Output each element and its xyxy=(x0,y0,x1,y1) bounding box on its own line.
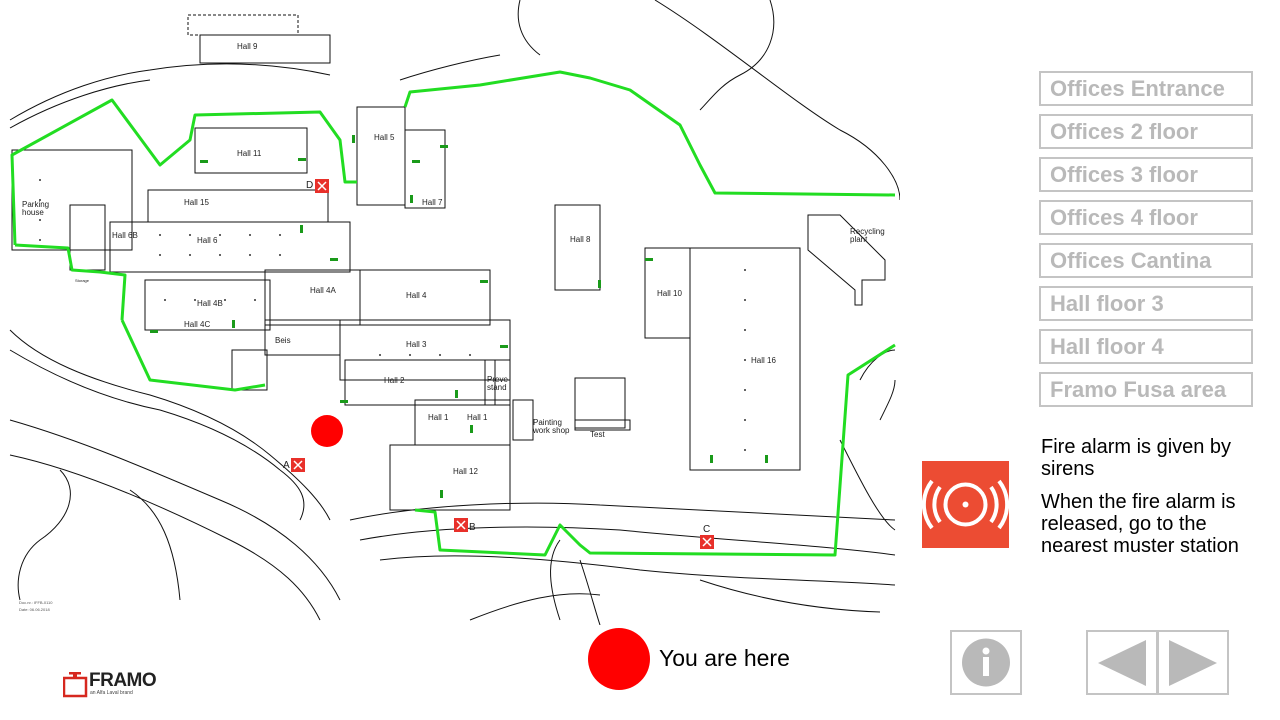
label-preve-2: stand xyxy=(487,383,507,392)
label-hall8: Hall 8 xyxy=(570,235,591,244)
next-button[interactable] xyxy=(1157,630,1229,695)
label-recycling-1: Recycling xyxy=(850,227,885,236)
label-hall9: Hall 9 xyxy=(237,42,258,51)
label-hall6b: Hall 6B xyxy=(112,231,138,240)
muster-station-c: C xyxy=(700,524,714,549)
label-hall11: Hall 11 xyxy=(237,149,262,158)
label-hall10: Hall 10 xyxy=(657,289,682,298)
building-labels: Hall 9 Hall 11 Hall 5 Hall 7 Hall 15 Hal… xyxy=(22,42,885,476)
label-beis: Beis xyxy=(275,336,291,345)
nav-offices-cantina[interactable]: Offices Cantina xyxy=(1039,243,1253,278)
alarm-info-line: Fire alarm is given by sirens xyxy=(1041,436,1232,480)
label-hall15: Hall 15 xyxy=(184,198,209,207)
info-button[interactable] xyxy=(950,630,1022,695)
nav-hall-floor-3[interactable]: Hall floor 3 xyxy=(1039,286,1253,321)
nav-offices-2-floor[interactable]: Offices 2 floor xyxy=(1039,114,1253,149)
document-date: Date: 06.06.2018 xyxy=(19,607,50,612)
muster-info-line: When the fire alarm is released, go to t… xyxy=(1041,491,1239,557)
you-are-here-marker xyxy=(311,415,343,447)
location-menu: Offices Entrance Offices 2 floor Offices… xyxy=(1039,71,1253,415)
you-are-here-dot xyxy=(588,628,650,690)
nav-framo-fusa-area[interactable]: Framo Fusa area xyxy=(1039,372,1253,407)
site-map: Hall 9 Hall 11 Hall 5 Hall 7 Hall 15 Hal… xyxy=(9,0,900,625)
fire-alarm-siren-icon xyxy=(921,461,1010,548)
you-are-here-label: You are here xyxy=(659,645,790,671)
muster-station-b: B xyxy=(454,518,476,533)
column-grid xyxy=(39,179,746,451)
muster-label-d: D xyxy=(306,180,313,191)
framo-pump-icon xyxy=(63,672,88,698)
label-hall4c: Hall 4C xyxy=(184,320,210,329)
fire-alarm-instructions: Fire alarm is given by sirens When the f… xyxy=(1041,436,1277,568)
label-hall4b: Hall 4B xyxy=(197,299,223,308)
nav-offices-4-floor[interactable]: Offices 4 floor xyxy=(1039,200,1253,235)
info-icon xyxy=(962,638,1010,687)
nav-offices-3-floor[interactable]: Offices 3 floor xyxy=(1039,157,1253,192)
previous-button[interactable] xyxy=(1086,630,1158,695)
label-hall3: Hall 3 xyxy=(406,340,427,349)
label-hall4a: Hall 4A xyxy=(310,286,336,295)
brand-tagline: an Alfa Laval brand xyxy=(90,690,133,696)
escape-route xyxy=(10,70,896,557)
label-test: Test xyxy=(590,430,605,439)
label-hall6: Hall 6 xyxy=(197,236,218,245)
muster-label-b: B xyxy=(469,522,476,533)
exit-arrows xyxy=(150,135,768,498)
label-parking-2: house xyxy=(22,208,44,217)
building-outlines xyxy=(11,14,886,511)
label-hall12: Hall 12 xyxy=(453,467,478,476)
label-hall5: Hall 5 xyxy=(374,133,395,142)
nav-offices-entrance[interactable]: Offices Entrance xyxy=(1039,71,1253,106)
label-preve-1: Preve- xyxy=(487,375,511,384)
label-recycling-2: plant xyxy=(850,235,868,244)
label-hall7: Hall 7 xyxy=(422,198,443,207)
muster-label-a: A xyxy=(283,460,290,471)
muster-station-a: A xyxy=(283,458,305,472)
label-storage: Storage xyxy=(75,278,90,283)
muster-label-c: C xyxy=(703,524,710,535)
label-hall16: Hall 16 xyxy=(751,356,776,365)
label-hall4: Hall 4 xyxy=(406,291,427,300)
label-hall1a: Hall 1 xyxy=(428,413,449,422)
arrow-left-icon xyxy=(1098,640,1146,686)
label-paint-1: Painting xyxy=(533,418,562,427)
label-hall1b: Hall 1 xyxy=(467,413,488,422)
label-hall2: Hall 2 xyxy=(384,376,405,385)
site-plan-drawing: Hall 9 Hall 11 Hall 5 Hall 7 Hall 15 Hal… xyxy=(9,0,900,625)
terrain-lines xyxy=(9,0,900,625)
label-parking-1: Parking xyxy=(22,200,49,209)
nav-hall-floor-4[interactable]: Hall floor 4 xyxy=(1039,329,1253,364)
brand-name: FRAMO xyxy=(89,670,157,691)
document-number: Doc.nr.: IFFB-0110 xyxy=(19,600,53,605)
label-paint-2: work shop xyxy=(532,426,570,435)
muster-station-d: D xyxy=(306,179,329,193)
arrow-right-icon xyxy=(1169,640,1217,686)
